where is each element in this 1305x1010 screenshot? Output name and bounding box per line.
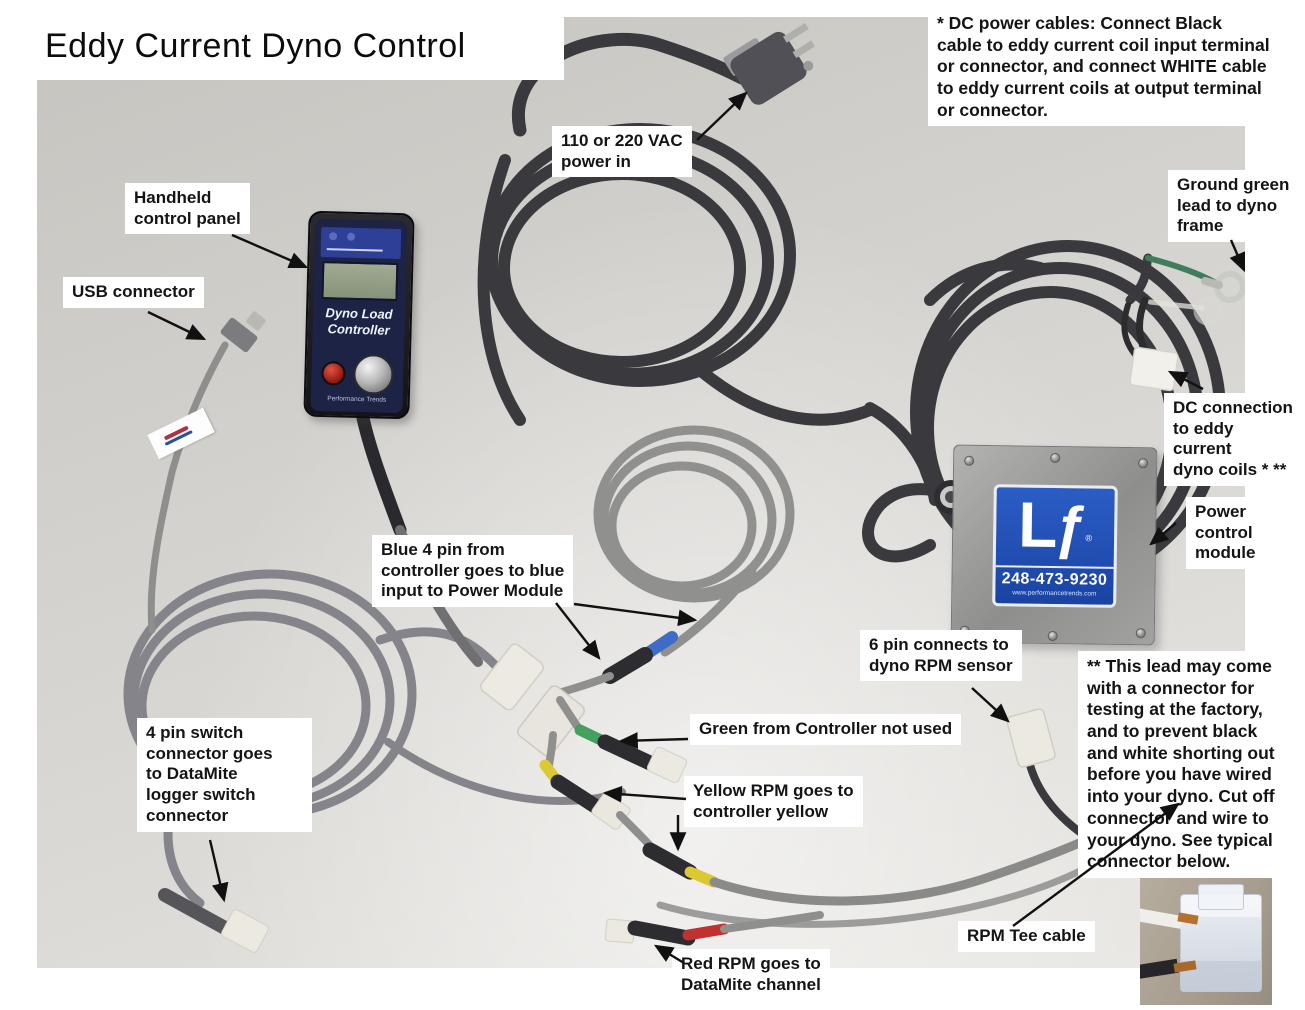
white-wire bbox=[1140, 908, 1183, 929]
controller-lcd-screen bbox=[321, 261, 399, 301]
four-pin-switch-connector bbox=[158, 888, 269, 953]
typical-connector-inset-photo bbox=[1140, 878, 1272, 1005]
page-title: Eddy Current Dyno Control bbox=[45, 27, 466, 65]
note-dc-power-cables: * DC power cables: Connect Black cable t… bbox=[928, 8, 1302, 127]
controller-knob bbox=[352, 353, 394, 395]
label-yellow-rpm: Yellow RPM goes to controller yellow bbox=[684, 776, 863, 828]
controller-red-button bbox=[321, 361, 346, 386]
green-connector bbox=[646, 746, 688, 784]
label-ground-lead: Ground green lead to dyno frame bbox=[1168, 170, 1305, 243]
label-dc-connection: DC connection to eddy current dyno coils… bbox=[1164, 393, 1305, 486]
controller-top-panel bbox=[320, 226, 402, 260]
label-green-not-used: Green from Controller not used bbox=[690, 714, 962, 745]
white-connector-tab bbox=[1198, 884, 1244, 910]
controller-brand-text: Performance Trends bbox=[327, 395, 387, 404]
usb-plug bbox=[220, 317, 258, 353]
controller-indicator-2 bbox=[346, 232, 356, 241]
handheld-controller-device: Dyno Load Controller Performance Trends bbox=[303, 210, 415, 420]
logo-registered-mark: ® bbox=[1085, 533, 1093, 544]
label-usb-connector: USB connector bbox=[63, 277, 204, 308]
screw-icon bbox=[1138, 458, 1149, 469]
power-control-module-device: Lƒ® 248-473-9230 www.performancetrends.c… bbox=[950, 444, 1158, 646]
dc-connector bbox=[1129, 346, 1179, 392]
performance-trends-sticker: Lƒ® 248-473-9230 www.performancetrends.c… bbox=[992, 484, 1118, 608]
six-pin-connector bbox=[1006, 708, 1056, 768]
usb-plug-tip bbox=[246, 311, 266, 331]
ac-plug bbox=[723, 23, 815, 105]
screw-icon bbox=[964, 455, 975, 466]
label-red-rpm: Red RPM goes to DataMite channel bbox=[672, 949, 830, 1001]
lf-logo-icon: Lƒ® bbox=[996, 489, 1115, 565]
red-branch bbox=[604, 911, 824, 946]
label-handheld: Handheld control panel bbox=[125, 183, 250, 235]
title-area: Eddy Current Dyno Control bbox=[37, 17, 564, 80]
label-six-pin: 6 pin connects to dyno RPM sensor bbox=[860, 630, 1022, 682]
black-wire bbox=[1140, 958, 1179, 980]
controller-blue-cable-coil bbox=[593, 425, 795, 657]
controller-indicator-1 bbox=[328, 232, 338, 241]
logo-letter-l: L bbox=[1017, 488, 1054, 561]
green-branch bbox=[556, 696, 688, 784]
note-factory-lead: ** This lead may come with a connector f… bbox=[1078, 651, 1302, 878]
sticker-phone-number: 248-473-9230 bbox=[995, 565, 1114, 590]
label-rpm-tee: RPM Tee cable bbox=[958, 921, 1095, 952]
blue-band-connector bbox=[558, 631, 678, 696]
logo-letter-f: ƒ bbox=[1052, 494, 1087, 561]
screw-icon bbox=[1135, 628, 1146, 639]
controller-top-bar bbox=[326, 248, 383, 252]
label-blue-4pin: Blue 4 pin from controller goes to blue … bbox=[372, 535, 574, 608]
label-power-module: Power control module bbox=[1186, 497, 1296, 570]
usb-cable bbox=[147, 311, 266, 634]
white-connector bbox=[1180, 894, 1262, 992]
junction-connectors bbox=[480, 643, 585, 757]
screw-icon bbox=[1047, 630, 1058, 642]
ground-and-dc-leads bbox=[1121, 255, 1245, 392]
label-vac-power: 110 or 220 VAC power in bbox=[552, 126, 692, 178]
sticker-url: www.performancetrends.com bbox=[1012, 589, 1097, 598]
screw-icon bbox=[1050, 452, 1061, 464]
controller-face: Dyno Load Controller Performance Trends bbox=[310, 218, 408, 414]
label-four-pin-switch: 4 pin switch connector goes to DataMite … bbox=[137, 718, 312, 832]
controller-screen-title: Dyno Load Controller bbox=[325, 305, 393, 339]
